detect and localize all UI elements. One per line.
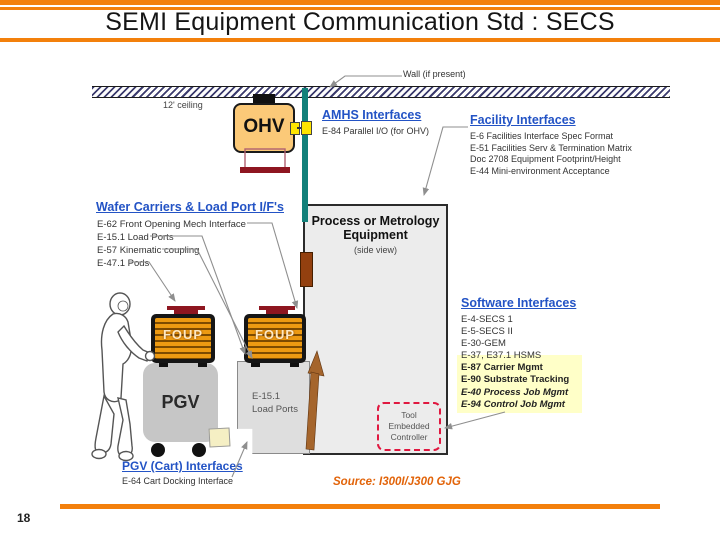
wafer-item: E-62 Front Opening Mech Interface bbox=[97, 219, 246, 230]
ohv-vehicle: OHV bbox=[233, 103, 295, 153]
equipment-port-block bbox=[300, 252, 313, 287]
e84-connector-left bbox=[290, 122, 300, 135]
load-port-structure: E-15.1 Load Ports bbox=[237, 361, 310, 454]
pgv-wheel bbox=[151, 443, 165, 457]
top-accent-bar bbox=[0, 0, 720, 5]
software-item-highlighted: E-87 Carrier Mgmt bbox=[461, 362, 543, 373]
page-number: 18 bbox=[17, 511, 31, 525]
software-item: E-5-SECS II bbox=[461, 326, 513, 337]
foup-vents bbox=[248, 318, 302, 359]
software-item: E-4-SECS 1 bbox=[461, 314, 513, 325]
software-highlight-box bbox=[457, 355, 582, 413]
wall-label: Wall (if present) bbox=[403, 69, 466, 79]
software-item: E-30-GEM bbox=[461, 338, 506, 349]
software-item: E-37, E37.1 HSMS bbox=[461, 350, 542, 361]
load-port-label: E-15.1 Load Ports bbox=[252, 391, 298, 415]
facility-leader-arrow bbox=[422, 126, 468, 197]
wafer-item: E-15.1 Load Ports bbox=[97, 232, 174, 243]
top-accent-bar-thin bbox=[0, 7, 720, 10]
foup-carrier: FOUP bbox=[151, 314, 215, 363]
wafer-items: E-62 Front Opening Mech Interface E-15.1… bbox=[97, 218, 246, 270]
title-rule bbox=[0, 38, 720, 42]
foup-cap bbox=[266, 309, 288, 315]
software-heading: Software Interfaces bbox=[461, 296, 577, 310]
ceiling-label: 12' ceiling bbox=[163, 100, 203, 110]
facility-item: E-6 Facilities Interface Spec Format bbox=[470, 131, 614, 141]
e84-connector-right bbox=[301, 121, 312, 135]
tool-embedded-controller: Tool Embedded Controller bbox=[377, 402, 441, 451]
equipment-title: Process or Metrology Equipment bbox=[311, 214, 440, 242]
pgv-dock-pad bbox=[208, 427, 231, 448]
pgv-cart: PGV bbox=[143, 363, 218, 442]
e84-connector-line bbox=[297, 127, 303, 129]
wafer-item: E-47.1 Pods bbox=[97, 258, 150, 269]
equipment-subtitle: (side view) bbox=[353, 245, 397, 255]
foup-label: FOUP bbox=[254, 327, 296, 342]
foup-label: FOUP bbox=[162, 327, 204, 342]
facility-item: E-51 Facilities Serv & Termination Matri… bbox=[470, 142, 632, 153]
foup-foot bbox=[198, 363, 207, 367]
ceiling-hatch bbox=[92, 86, 670, 98]
operator-back-leg bbox=[117, 397, 133, 458]
facility-heading: Facility Interfaces bbox=[470, 113, 576, 127]
e62-leader-arrow bbox=[247, 222, 299, 310]
amhs-heading: AMHS Interfaces bbox=[322, 108, 422, 122]
slide-title: SEMI Equipment Communication Std : SECS bbox=[105, 8, 615, 36]
foup-carrier: FOUP bbox=[244, 314, 306, 363]
wafer-item: E-57 Kinematic coupling bbox=[97, 245, 200, 256]
software-item-highlighted: E-90 Substrate Tracking bbox=[461, 374, 570, 385]
wall-drop-line bbox=[302, 88, 308, 222]
foup-foot bbox=[290, 363, 299, 367]
software-item-highlighted: E-94 Control Job Mgmt bbox=[461, 399, 565, 410]
source-credit: Source: I300I/J300 GJG bbox=[333, 476, 461, 488]
pgv-wheel bbox=[192, 443, 206, 457]
bottom-accent-bar bbox=[60, 504, 660, 509]
software-leader-arrow bbox=[443, 411, 506, 430]
pgv-cart-heading: PGV (Cart) Interfaces bbox=[122, 459, 243, 473]
ohv-ceiling-mount bbox=[253, 94, 275, 104]
software-item-highlighted: E-40 Process Job Mgmt bbox=[461, 387, 569, 398]
pgv-cart-item: E-64 Cart Docking Interface bbox=[122, 476, 234, 486]
facility-item: Doc 2708 Equipment Footprint/Height bbox=[470, 154, 621, 164]
foup-foot bbox=[251, 363, 260, 367]
wafer-heading: Wafer Carriers & Load Port I/F's bbox=[96, 200, 284, 214]
facility-item: E-44 Mini-environment Acceptance bbox=[470, 165, 610, 176]
facility-items: E-6 Facilities Interface Spec Format E-5… bbox=[470, 131, 632, 177]
foup-foot bbox=[159, 363, 168, 367]
operator-front-leg bbox=[94, 393, 115, 454]
amhs-item: E-84 Parallel I/O (for OHV) bbox=[322, 126, 430, 136]
